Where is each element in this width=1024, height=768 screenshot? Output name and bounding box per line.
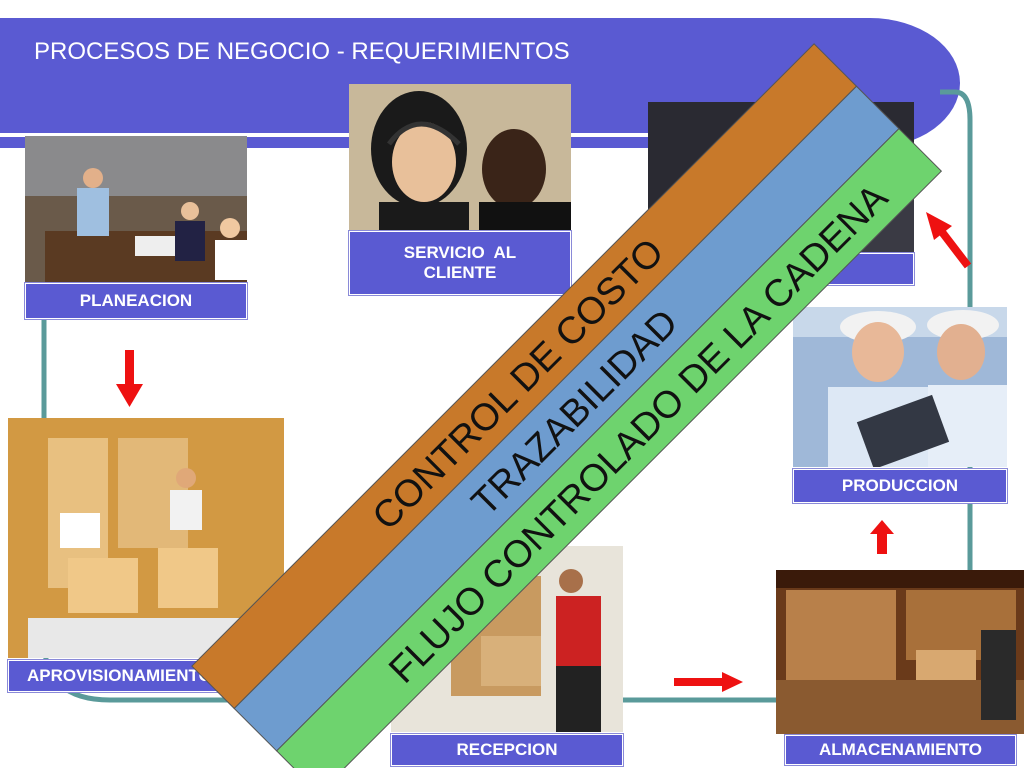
servicio-photo xyxy=(349,84,571,230)
arrow-right-icon xyxy=(674,672,743,692)
call-center-agents-image xyxy=(349,84,571,230)
recepcion-label: RECEPCION xyxy=(390,733,624,767)
produccion-label: PRODUCCION xyxy=(792,468,1008,504)
page-title: PROCESOS DE NEGOCIO - REQUERIMIENTOS xyxy=(34,38,570,65)
servicio-label-line1: SERVICIO AL xyxy=(403,243,517,263)
planeacion-photo xyxy=(25,136,247,282)
planeacion-label: PLANEACION xyxy=(24,282,248,320)
almacenamiento-label: ALMACENAMIENTO xyxy=(784,734,1017,766)
servicio-label-line2: CLIENTE xyxy=(423,263,497,282)
engineers-hardhats-image xyxy=(793,307,1007,467)
warehouse-pallets-image xyxy=(776,570,1024,734)
arrow-diagonal-up-icon xyxy=(926,212,972,269)
arrow-up-icon xyxy=(870,520,894,554)
aprovisionamiento-label: APROVISIONAMIENTO xyxy=(7,659,285,693)
almacenamiento-photo xyxy=(776,570,1024,734)
business-meeting-image xyxy=(25,136,247,282)
arrow-down-icon xyxy=(116,350,143,407)
servicio-label: SERVICIO AL CLIENTE xyxy=(348,230,572,296)
produccion-photo xyxy=(793,307,1007,467)
